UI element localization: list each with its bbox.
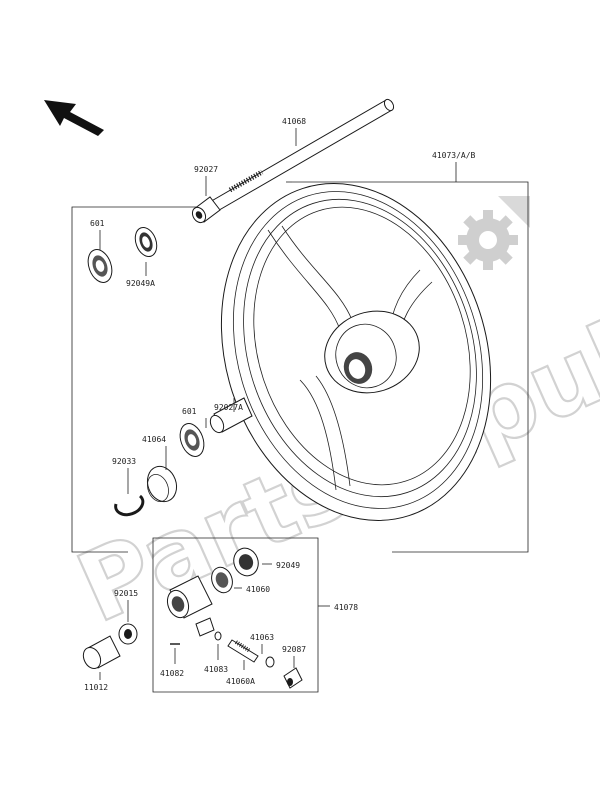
label-41078: 41078 xyxy=(334,603,358,612)
label-41064: 41064 xyxy=(142,435,166,444)
gear-icon xyxy=(458,210,518,270)
label-92049: 92049 xyxy=(276,561,300,570)
bearing-right xyxy=(179,423,205,457)
label-41083: 41083 xyxy=(204,665,228,674)
leader-lines xyxy=(99,128,457,680)
axle-cap xyxy=(82,635,121,670)
label-92049a: 92049A xyxy=(126,279,155,288)
washer-gear xyxy=(265,656,275,668)
label-601-mid: 601 xyxy=(182,407,197,416)
hub-seal xyxy=(146,465,178,503)
front-wheel-rim xyxy=(220,183,492,521)
gear-housing xyxy=(166,575,215,637)
bushing xyxy=(283,667,303,689)
axle-collar xyxy=(191,196,221,224)
label-92033: 92033 xyxy=(112,457,136,466)
label-11012: 11012 xyxy=(84,683,108,692)
hub-assembly-frame xyxy=(152,537,319,693)
oil-seal-gear xyxy=(233,547,259,577)
label-41060a: 41060A xyxy=(226,677,255,686)
label-92087: 92087 xyxy=(282,645,306,654)
label-92015: 92015 xyxy=(114,589,138,598)
oil-seal-left xyxy=(134,226,158,258)
label-41060: 41060 xyxy=(246,585,270,594)
wheel-assembly-frame xyxy=(71,181,529,553)
circlip xyxy=(114,494,145,517)
pinion-shaft xyxy=(227,639,259,663)
label-41063-top: 41063 xyxy=(250,633,274,642)
label-601-top: 601 xyxy=(90,219,105,228)
label-41073: 41073/A/B xyxy=(432,151,476,160)
label-41082: 41082 xyxy=(160,669,184,678)
label-92027: 92027 xyxy=(194,165,218,174)
label-92027a: 92027A xyxy=(214,403,243,412)
bearing-left xyxy=(87,249,113,283)
drive-gear xyxy=(211,566,233,594)
label-41068: 41068 xyxy=(282,117,306,126)
axle-nut xyxy=(118,623,138,645)
washer-small xyxy=(214,631,222,641)
front-direction-arrow-icon xyxy=(44,100,104,136)
